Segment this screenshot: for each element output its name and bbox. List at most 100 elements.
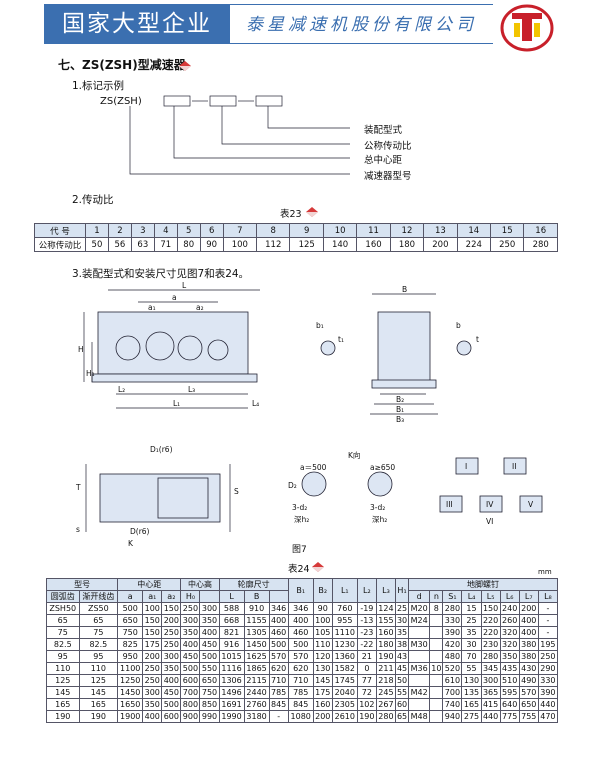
row-label: 公称传动比 — [34, 237, 86, 252]
table-cell: -23 — [356, 626, 377, 639]
table-cell — [429, 686, 444, 699]
table-cell: 125 — [46, 674, 80, 687]
table-cell: 1691 — [218, 698, 245, 711]
table-cell: 125 — [78, 674, 119, 687]
table-cell: 346 — [268, 602, 289, 615]
table-cell — [408, 626, 431, 639]
dimension-table: 型号 中心距 中心高 轮廓尺寸 B₁ B₂ L₁ L₂ L₃ H₁ 地脚螺钉 圆… — [45, 578, 559, 723]
table-cell: 800 — [180, 698, 201, 711]
table-cell: 1080 — [287, 710, 314, 723]
table-header: a₂ — [161, 590, 182, 603]
code-cell: 6 — [199, 223, 224, 238]
table-cell: 390 — [537, 686, 559, 699]
table-cell: 195 — [537, 638, 559, 651]
table-header: L₆ — [499, 590, 520, 603]
table-cell: 400 — [287, 614, 314, 627]
dim-b1: b₁ — [316, 321, 324, 330]
code-cell: 10 — [322, 223, 358, 238]
table-cell: 10 — [429, 662, 444, 675]
table-cell: 450 — [180, 650, 201, 663]
table-cell: 1306 — [218, 674, 245, 687]
table-cell: 320 — [499, 638, 520, 651]
hole1-label: 3-d₂ — [292, 503, 307, 512]
table-cell: 290 — [537, 662, 559, 675]
table-cell: 300 — [199, 602, 220, 615]
table-cell: 460 — [287, 626, 314, 639]
model-prefix: ZS(ZSH) — [100, 96, 142, 107]
table-cell: 710 — [287, 674, 314, 687]
table-cell: M20 — [408, 602, 431, 615]
table-cell: 430 — [518, 662, 539, 675]
table-cell: 45 — [394, 662, 410, 675]
table24-title: 表24 — [288, 564, 310, 575]
table-cell: 1230 — [331, 638, 358, 651]
table-header: L₁ — [331, 578, 358, 603]
table-header: d — [408, 590, 431, 603]
table-cell — [429, 638, 444, 651]
table-cell: 175 — [142, 638, 163, 651]
table-cell: 21 — [356, 650, 377, 663]
table-cell: 55 — [461, 662, 482, 675]
table-cell: 1360 — [331, 650, 358, 663]
table-cell: M24 — [408, 614, 431, 627]
d2-label: D₂ — [288, 481, 297, 490]
table-cell: 43 — [394, 650, 410, 663]
table-cell: 280 — [375, 710, 396, 723]
table-cell: 30 — [461, 638, 482, 651]
table-cell: ZSH50 — [46, 602, 80, 615]
ratio-cell: 112 — [256, 237, 291, 252]
table-cell: 520 — [442, 662, 463, 675]
table-cell: 105 — [312, 626, 333, 639]
table-cell: 120 — [312, 650, 333, 663]
sub1-title: 1.标记示例 — [72, 80, 125, 92]
table-cell: 260 — [499, 614, 520, 627]
sub3-title: 3.装配型式和安装尺寸见图7和表24。 — [72, 268, 250, 280]
dim-B1: B₁ — [396, 405, 404, 414]
table-cell: 60 — [394, 698, 410, 711]
table-cell: 190 — [356, 710, 377, 723]
table-cell: 350 — [142, 698, 163, 711]
table-cell: 2760 — [243, 698, 270, 711]
ratio-cell: 100 — [222, 237, 258, 252]
table-cell: 950 — [117, 650, 144, 663]
table-cell: 845 — [287, 698, 314, 711]
table-header: 中心距 — [117, 578, 182, 591]
table-header: H₀ — [180, 590, 201, 603]
table-cell: 70 — [461, 650, 482, 663]
code-cell: 11 — [356, 223, 391, 238]
table-cell: 75 — [46, 626, 80, 639]
table-cell: 700 — [442, 686, 463, 699]
table-cell: 200 — [518, 602, 539, 615]
table-cell: 300 — [142, 686, 163, 699]
table-cell: 710 — [268, 674, 289, 687]
dim-B2: B₂ — [396, 395, 404, 404]
table-cell: 145 — [78, 686, 119, 699]
table-cell: 440 — [537, 698, 559, 711]
table-cell: 650 — [518, 698, 539, 711]
table-cell — [429, 710, 444, 723]
table-cell: 2115 — [243, 674, 270, 687]
table-cell — [429, 650, 444, 663]
table-cell: 490 — [518, 674, 539, 687]
ratio-cell: 160 — [356, 237, 391, 252]
dim-D1: D₁(r6) — [150, 445, 173, 454]
table-cell: 600 — [180, 674, 201, 687]
table-cell: 190 — [375, 650, 396, 663]
table-cell: 668 — [218, 614, 245, 627]
table-cell: 1496 — [218, 686, 245, 699]
table-cell — [408, 650, 431, 663]
table-cell: 1015 — [218, 650, 245, 663]
table-cell: 600 — [161, 710, 182, 723]
table-cell: 1900 — [117, 710, 144, 723]
table-header: L₃ — [375, 578, 396, 603]
table-cell: 500 — [268, 638, 289, 651]
table-cell: 190 — [78, 710, 119, 723]
label-assembly-type: 装配型式 — [364, 125, 403, 136]
table-cell: 25 — [461, 614, 482, 627]
gem-icon — [179, 61, 191, 71]
table-cell: 400 — [199, 626, 220, 639]
